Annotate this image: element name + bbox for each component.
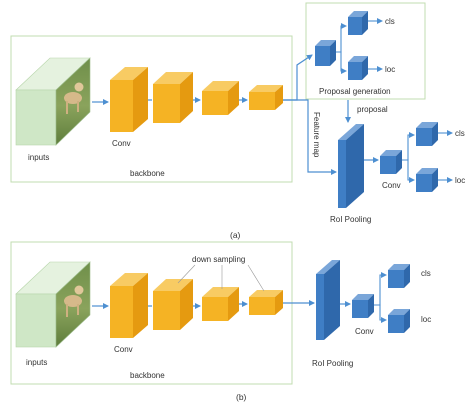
loc-label-b: loc (421, 315, 431, 324)
backbone-conv-block-1-a (110, 67, 148, 132)
roi-pooling-label-a: RoI Pooling (330, 215, 371, 224)
caption-b: (b) (236, 392, 247, 402)
backbone-conv-block-2-b (153, 279, 193, 330)
backbone-frame-b (10, 241, 293, 385)
conv2-label-a: Conv (382, 181, 401, 190)
arrow-conv-to-cls-a (402, 132, 415, 161)
cls-label-top: cls (385, 17, 395, 26)
backbone-conv-block-3-b (202, 287, 239, 321)
conv-label-b: Conv (114, 345, 133, 354)
arrow-rpn-to-cls (336, 23, 347, 53)
arrow-conv-to-loc-b (374, 304, 387, 323)
loc-label-top: loc (385, 65, 395, 74)
feature-map-label: Feature map (312, 112, 321, 158)
backbone-conv-block-4-b (249, 290, 283, 315)
rpn-conv-block (315, 40, 336, 66)
inputs-label-a: inputs (28, 153, 49, 162)
head-conv-block-b (352, 294, 374, 318)
arrow-conv-to-cls-b (374, 272, 387, 306)
cls-block-b (388, 264, 410, 288)
conv-label-a: Conv (112, 139, 131, 148)
diagram-b: inputs Conv backbone down sampling (10, 241, 431, 402)
roi-pooling-block-b (316, 260, 340, 340)
arrow-rpn-to-loc (336, 51, 347, 74)
dog-photo-a (64, 82, 84, 114)
down-sampling-label: down sampling (192, 255, 245, 264)
cls-label-a: cls (455, 129, 465, 138)
loc-block-b (388, 309, 410, 333)
cls-block-a (416, 122, 438, 146)
cls-label-b: cls (421, 269, 431, 278)
down-sampling-pointer-3 (247, 264, 265, 292)
input-image-block-b (15, 261, 91, 348)
backbone-conv-block-1-b (110, 273, 148, 338)
arrow-feature-map-to-roi (283, 99, 337, 175)
proposal-label: proposal (357, 105, 388, 114)
conv2-label-b: Conv (355, 327, 374, 336)
input-image-block-a (15, 57, 91, 146)
loc-label-a: loc (455, 176, 465, 185)
down-sampling-pointer-1 (177, 264, 196, 284)
backbone-conv-block-4-a (249, 85, 283, 110)
diagram-a: inputs Conv backbone (10, 2, 465, 240)
rpn-loc-block (348, 56, 368, 80)
arrow-to-proposal-generation (283, 54, 313, 101)
caption-a: (a) (230, 230, 241, 240)
backbone-label-b: backbone (130, 371, 165, 380)
backbone-conv-block-3-a (202, 81, 239, 115)
head-conv-block-a (380, 150, 402, 174)
arrow-conv-to-loc-a (402, 159, 415, 183)
roi-pooling-label-b: RoI Pooling (312, 359, 353, 368)
dog-photo-b (64, 285, 84, 317)
proposal-generation-frame (305, 2, 426, 100)
roi-pooling-block-a (338, 124, 364, 208)
loc-block-a (416, 168, 438, 192)
backbone-frame-a (10, 35, 293, 183)
proposal-generation-label: Proposal generation (319, 87, 391, 96)
inputs-label-b: inputs (26, 358, 47, 367)
rpn-cls-block (348, 11, 368, 35)
backbone-conv-block-2-a (153, 72, 193, 123)
backbone-label-a: backbone (130, 169, 165, 178)
